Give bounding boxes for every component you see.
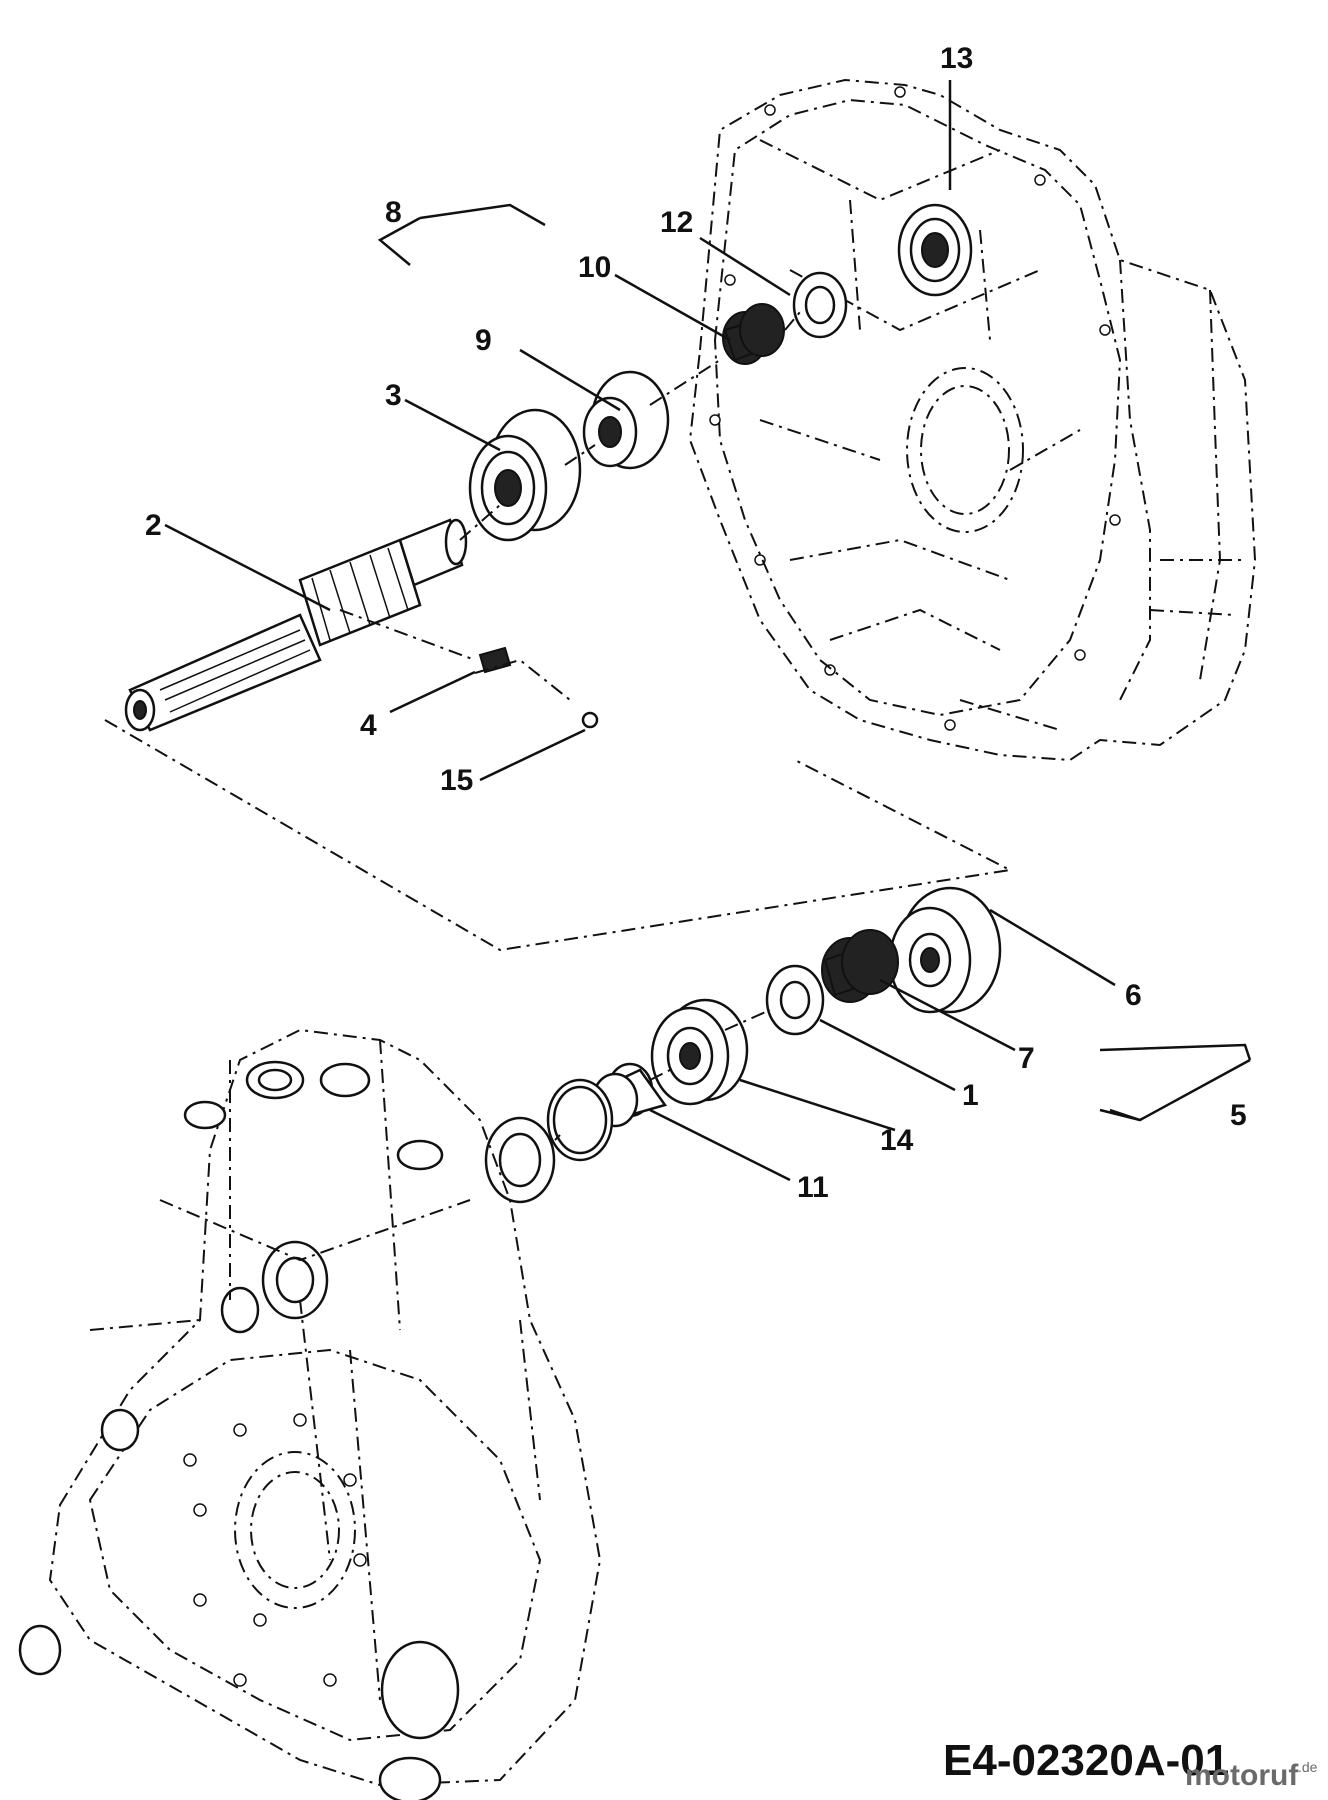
input-shaft-part-2: [124, 518, 468, 732]
sprocket-part-9: [582, 370, 670, 470]
callout-11: 11: [797, 1171, 829, 1204]
callout-2: 2: [145, 509, 162, 542]
callout-3: 3: [385, 379, 402, 412]
washer-part-1: [765, 964, 825, 1036]
watermark-suffix: .de: [1298, 1759, 1318, 1775]
callout-6: 6: [1125, 979, 1142, 1012]
callout-4: 4: [360, 709, 377, 742]
spring-pin-part-4: [478, 646, 512, 674]
needle-bearing-part-7: [821, 929, 899, 1003]
callout-14: 14: [880, 1124, 914, 1157]
washer-part-12: [792, 271, 848, 339]
callout-5: 5: [1230, 1099, 1247, 1132]
ball-bearing-part-14: [650, 998, 749, 1106]
needle-bearing-part-10: [722, 303, 785, 365]
callout-7: 7: [1018, 1042, 1035, 1075]
callout-13: 13: [940, 42, 973, 75]
leader-lines: [164, 80, 1116, 1182]
lower-assembly-bracket: [1099, 1043, 1252, 1122]
ball-part-15: [581, 711, 599, 729]
callout-labels: 13 8 12 10 9 3 2 4 15 6 7 1 14 5 11: [145, 42, 1247, 1204]
snap-ring: [546, 1078, 614, 1162]
upper-assembly-bracket: [104, 719, 1014, 952]
callout-15: 15: [440, 764, 473, 797]
callout-12: 12: [660, 206, 693, 239]
gear-part-6: [888, 886, 1002, 1014]
watermark-logo: motoruf: [1185, 1759, 1299, 1792]
drawing-code: E4-02320A-01: [943, 1736, 1229, 1785]
collar-part-11: [591, 1062, 668, 1128]
upper-housing-half: [688, 78, 1257, 762]
callout-10: 10: [578, 251, 611, 284]
oil-seal: [484, 1116, 556, 1204]
callout-9: 9: [475, 324, 492, 357]
gear-part-3: [468, 408, 582, 542]
callout-8: 8: [385, 196, 402, 229]
callout-1: 1: [962, 1079, 979, 1112]
lower-housing-half: [18, 1028, 602, 1800]
